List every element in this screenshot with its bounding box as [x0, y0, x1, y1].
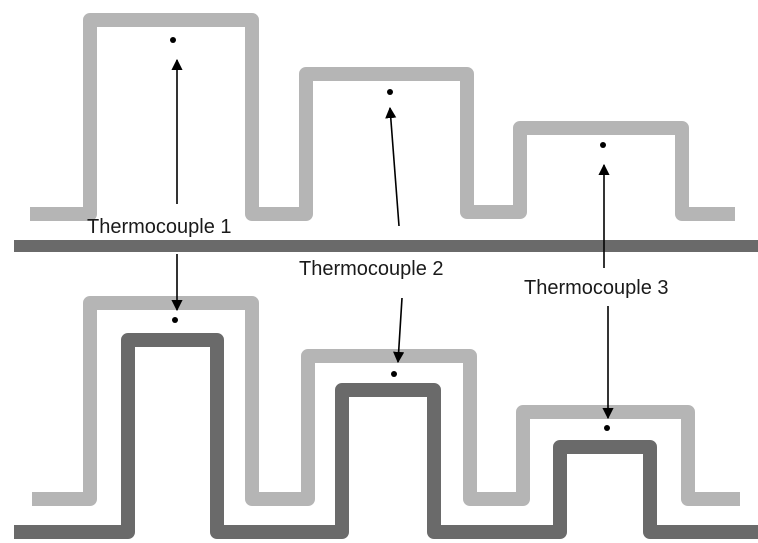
arrow-tc2-down [393, 297, 405, 364]
measurement-point-top-3 [600, 142, 606, 148]
thermocouple-2-label: Thermocouple 2 [299, 258, 444, 280]
bottom-dark-profile [14, 333, 758, 539]
measurement-point-bottom-2 [391, 371, 397, 377]
measurement-point-bottom-3 [604, 425, 610, 431]
thermocouple-1-label: Thermocouple 1 [87, 216, 232, 238]
arrow-tc2-up [385, 106, 400, 227]
measurement-point-bottom-1 [172, 317, 178, 323]
measurement-point-top-2 [387, 89, 393, 95]
top-light-profile [30, 13, 735, 221]
thermocouple-3-label: Thermocouple 3 [524, 277, 669, 299]
bottom-light-profile [32, 296, 740, 506]
measurement-point-top-1 [170, 37, 176, 43]
